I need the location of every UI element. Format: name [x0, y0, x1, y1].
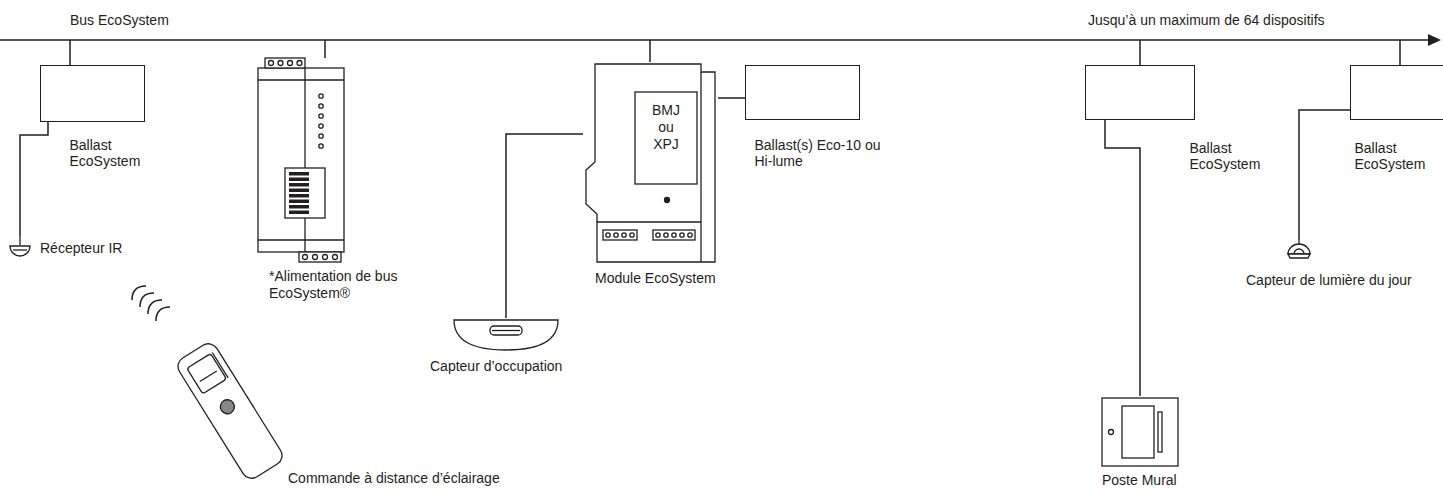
daylight-sensor-outline [1286, 240, 1312, 266]
daylight-sensor: Capteur de lumière du jour [1286, 240, 1312, 266]
ballast-box: Ballast(s) Eco-10 ou Hi-lume [745, 65, 860, 120]
connector-wire [506, 134, 583, 318]
bus-drop [69, 40, 71, 65]
ecosystem-module: BMJ ou XPJModule EcoSystem [583, 62, 718, 265]
ballast-box: Ballast EcoSystem [1350, 65, 1443, 120]
device-label: Ballast EcoSystem [1355, 140, 1426, 174]
bus-drop [649, 40, 651, 62]
device-label: Ballast EcoSystem [70, 137, 141, 171]
bus-arrowhead [1428, 34, 1441, 46]
bus-power-supply: *Alimentation de bus EcoSystem® [255, 56, 347, 264]
module-type: BMJ ou XPJ [652, 102, 680, 152]
device-label: Récepteur IR [40, 240, 122, 257]
bus-drop [324, 40, 326, 58]
device-label: Capteur d’occupation [430, 358, 562, 375]
bus-drop [1139, 40, 1141, 65]
device-label: *Alimentation de bus EcoSystem® [269, 268, 404, 302]
device-label: Poste Mural [1102, 472, 1177, 489]
connector-wire [20, 122, 48, 236]
ir-receiver-outline [8, 236, 32, 258]
device-label: Commande à distance d’éclairage [288, 470, 500, 487]
occupancy-sensor: Capteur d’occupation [452, 318, 560, 352]
connector-wire [1105, 120, 1140, 396]
wall-station: Poste Mural [1100, 396, 1180, 468]
ir-receiver: Récepteur IR [8, 236, 32, 258]
remote-control-outline [180, 336, 280, 486]
occupancy-sensor-outline [452, 318, 560, 352]
ir-waves [132, 286, 170, 321]
device-label: Module EcoSystem [595, 270, 716, 287]
bus-label: Bus EcoSystem [70, 12, 169, 29]
device-label: Ballast EcoSystem [1190, 140, 1261, 174]
device-label: Capteur de lumière du jour [1246, 272, 1412, 289]
capacity-note: Jusqu’à un maximum de 64 dispositifs [1088, 12, 1325, 29]
connector-wire [718, 97, 745, 99]
connector-wire [1299, 110, 1350, 240]
remote-control: Commande à distance d’éclairage [180, 336, 280, 486]
bus-line [0, 39, 1431, 41]
device-label: Ballast(s) Eco-10 ou Hi-lume [755, 137, 895, 171]
bus-power-supply-outline [255, 56, 347, 264]
ecosystem-module-outline [583, 62, 718, 265]
wall-station-outline [1100, 396, 1180, 468]
ballast-box: Ballast EcoSystem [40, 65, 145, 122]
bus-drop [1399, 40, 1401, 65]
ballast-box: Ballast EcoSystem [1085, 65, 1195, 120]
